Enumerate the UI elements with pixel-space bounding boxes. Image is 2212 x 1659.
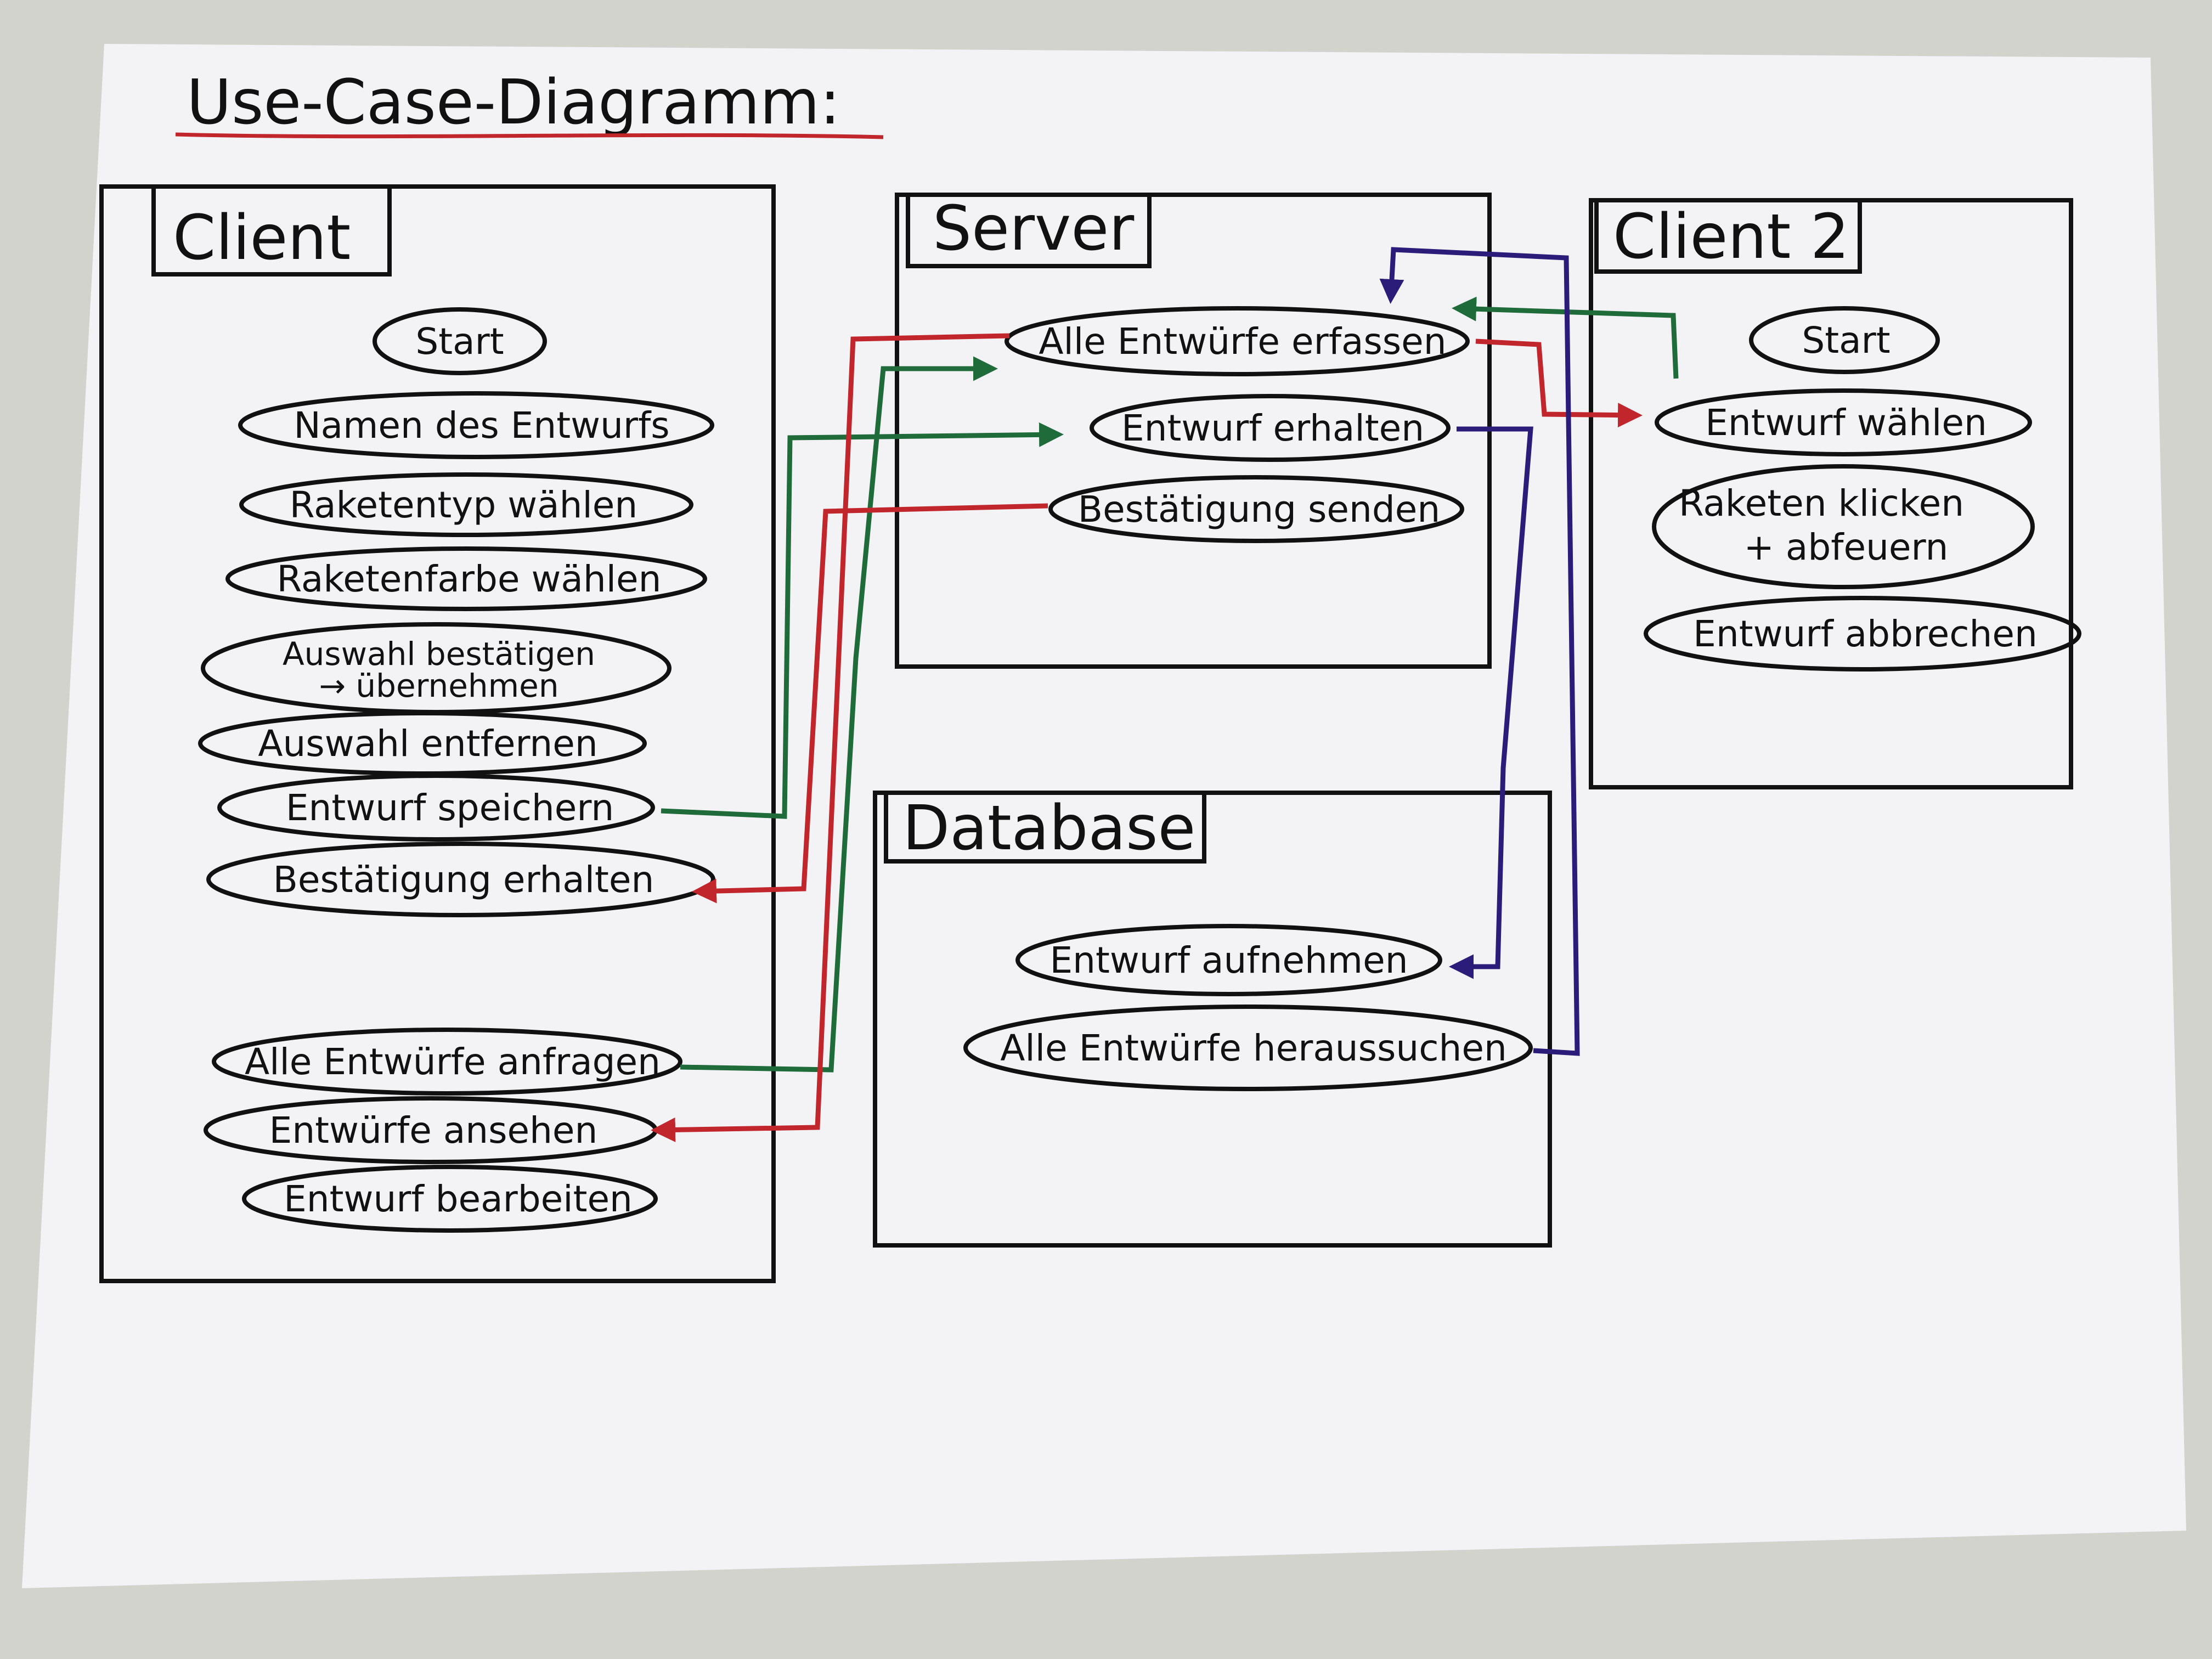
use-case-entwurf-erhalten: Entwurf erhalten [1090,394,1451,462]
arrow-anfragen-to-erfassen [680,356,998,1073]
use-case-entwurf-aufnehmen: Entwurf aufnehmen [1015,924,1442,996]
use-case-c2-start: Start [1749,306,1940,374]
svg-text:Alle Entwürfe anfragen: Alle Entwürfe anfragen [245,1041,661,1083]
arrow-speichern-to-erhalten [661,422,1064,819]
use-case-alle-entwuerfe-anfragen: Alle Entwürfe anfragen [212,1028,682,1096]
use-case-raketen-klicken: Raketen klicken + abfeuern [1652,464,2035,589]
svg-text:Auswahl entfernen: Auswahl entfernen [258,723,597,765]
title-underline [175,132,884,139]
system-label-server: Server [933,193,1135,264]
system-client: Client Start Namen des Entwurfs Raketent… [99,184,776,1283]
use-case-entwurf-bearbeiten: Entwurf bearbeiten [242,1165,658,1233]
svg-text:Entwurf bearbeiten: Entwurf bearbeiten [284,1178,633,1220]
arrow-waehlen-to-erfassen [1452,296,1679,379]
svg-text:Alle Entwürfe heraussuchen: Alle Entwürfe heraussuchen [1000,1027,1507,1069]
arrow-erfassen-to-ansehen [651,333,1010,1142]
system-label-client: Client [173,202,351,274]
svg-text:Entwurf erhalten: Entwurf erhalten [1121,407,1424,449]
svg-text:Raketen klicken: Raketen klicken [1679,482,1964,524]
use-case-entwuerfe-ansehen: Entwürfe ansehen [204,1096,658,1164]
svg-text:Entwurf wählen: Entwurf wählen [1705,402,1987,444]
arrow-senden-to-bestaetigung-erhalten [692,503,1048,904]
svg-text:Raketenfarbe wählen: Raketenfarbe wählen [277,558,662,600]
system-label-box-client [151,184,392,276]
system-boundary-client [99,184,776,1283]
arrow-heraussuchen-to-erfassen [1379,247,1580,1056]
svg-text:Raketentyp wählen: Raketentyp wählen [290,484,637,526]
use-case-entwurf-waehlen: Entwurf wählen [1655,388,2032,456]
use-case-bestaetigung-senden: Bestätigung senden [1048,475,1464,543]
svg-text:Entwurf aufnehmen: Entwurf aufnehmen [1049,939,1408,981]
svg-text:Entwurf speichern: Entwurf speichern [286,787,614,829]
system-label-box-server [906,193,1152,268]
arrow-erhalten-to-aufnehmen [1449,426,1533,979]
use-case-alle-entwuerfe-heraussuchen: Alle Entwürfe heraussuchen [963,1005,1533,1091]
system-label-client2: Client 2 [1613,201,1849,273]
svg-text:→ übernehmen: → übernehmen [319,667,558,704]
use-case-auswahl-entfernen: Auswahl entfernen [198,711,647,776]
use-case-entwurf-speichern: Entwurf speichern [217,774,655,842]
arrow-erfassen-to-waehlen [1475,338,1643,428]
system-boundary-database [873,791,1552,1248]
svg-text:Alle Entwürfe erfassen: Alle Entwürfe erfassen [1039,320,1446,363]
system-label-box-client2 [1594,198,1862,274]
system-client2: Client 2 Start Entwurf wählen Raketen kl… [1589,198,2081,789]
svg-text:+ abfeuern: + abfeuern [1744,526,1949,568]
use-case-start: Start [373,307,547,375]
svg-text:Start: Start [1802,319,1890,362]
svg-text:Start: Start [415,320,504,363]
diagram-title: Use-Case-Diagramm: [187,67,840,138]
svg-text:Bestätigung erhalten: Bestätigung erhalten [273,859,654,901]
svg-text:Namen des Entwurfs: Namen des Entwurfs [294,404,669,447]
use-case-entwurf-abbrechen: Entwurf abbrechen [1644,596,2081,672]
svg-text:Entwürfe ansehen: Entwürfe ansehen [269,1109,598,1152]
use-case-namen-des-entwurfs: Namen des Entwurfs [238,391,714,459]
system-server: Server Alle Entwürfe erfassen Entwurf er… [895,193,1492,669]
paper-sheet [22,44,2186,1588]
use-case-raketenfarbe-waehlen: Raketenfarbe wählen [225,546,707,611]
svg-text:Entwurf abbrechen: Entwurf abbrechen [1693,613,2038,655]
svg-text:Bestätigung senden: Bestätigung senden [1078,488,1440,531]
use-case-raketentyp-waehlen: Raketentyp wählen [239,472,693,537]
system-label-box-database [884,791,1206,864]
system-database: Database Entwurf aufnehmen Alle Entwürfe… [873,791,1552,1248]
use-case-auswahl-bestaetigen: Auswahl bestätigen → übernehmen [201,622,672,714]
system-label-database: Database [902,793,1195,864]
svg-text:Auswahl bestätigen: Auswahl bestätigen [283,635,595,673]
use-case-alle-entwuerfe-erfassen: Alle Entwürfe erfassen [1005,306,1470,376]
